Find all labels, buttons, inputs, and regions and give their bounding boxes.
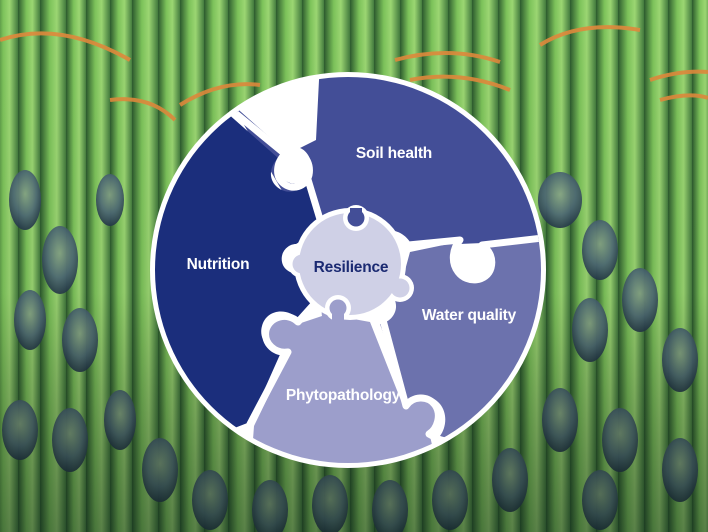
label-resilience: Resilience — [314, 259, 389, 276]
label-nutrition: Nutrition — [187, 256, 250, 273]
puzzle-piece-phytopathology[interactable] — [250, 299, 440, 480]
label-water-quality: Water quality — [422, 307, 517, 324]
puzzle-piece-nutrition[interactable] — [100, 60, 320, 480]
label-phytopathology: Phytopathology — [286, 387, 401, 404]
puzzle-piece-resilience[interactable] — [288, 205, 414, 322]
label-soil-health: Soil health — [356, 145, 432, 162]
puzzle-piece-water-quality[interactable] — [372, 236, 600, 480]
